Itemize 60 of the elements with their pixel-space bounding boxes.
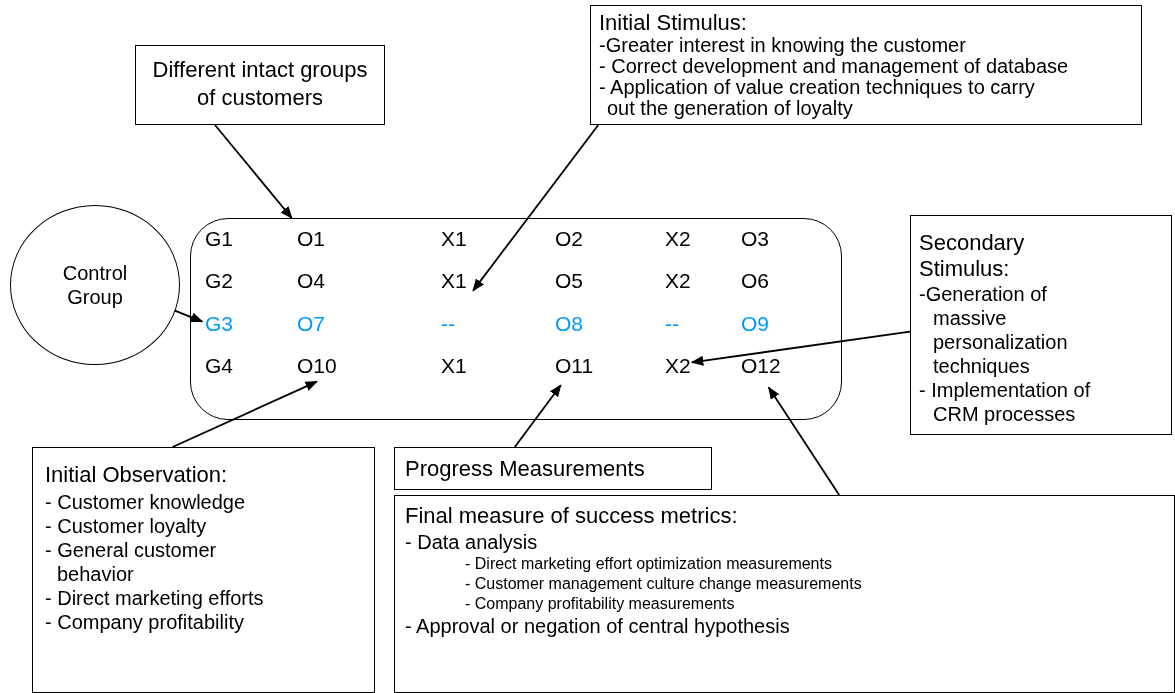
arrow (174, 309, 204, 323)
design-symbol: O8 (555, 312, 583, 336)
design-symbol: G3 (205, 312, 233, 336)
design-symbol: -- (441, 312, 455, 336)
box-heading: Final measure of success metrics: (405, 502, 739, 530)
list-item: - Direct marketing efforts (45, 586, 265, 610)
design-symbol: O10 (297, 354, 337, 378)
arrow (214, 124, 293, 219)
design-symbol: -- (665, 312, 679, 336)
design-symbol: O7 (297, 312, 325, 336)
design-symbol: G2 (205, 269, 233, 293)
list-item: - General customer behavior (45, 538, 218, 586)
list-item: - Customer knowledge (45, 490, 247, 514)
arrow (472, 124, 600, 292)
list-item: -Greater interest in knowing the customer (599, 35, 967, 56)
design-symbol: O11 (555, 354, 594, 378)
design-symbol: O2 (555, 227, 583, 251)
arrow (767, 386, 841, 496)
callout-box (910, 215, 1172, 435)
list-item: - Company profitability measurements (464, 594, 736, 614)
design-symbol: O4 (297, 269, 325, 293)
callout-box (394, 495, 1175, 693)
box-label: Control Group (61, 261, 129, 309)
design-symbol: O1 (297, 227, 325, 251)
design-symbol: X2 (665, 269, 691, 293)
list-item: - Data analysis (405, 530, 539, 554)
design-symbol: O3 (741, 227, 769, 251)
callout-box (590, 5, 1142, 125)
list-item: - Customer management culture change measurements (464, 574, 863, 594)
list-item: - Direct marketing effort optimization measurements (464, 554, 833, 574)
list-item: -Generation of massive personalization techniques (919, 282, 1069, 378)
design-symbol: X1 (441, 227, 467, 251)
design-symbol: G4 (205, 354, 233, 378)
list-item: - Application of value creation techniques to carry out the generation of loyalty (599, 77, 1036, 119)
callout-box (135, 45, 385, 125)
design-symbol: X1 (441, 354, 467, 378)
design-symbol: O12 (741, 354, 781, 378)
box-heading: Secondary Stimulus: (919, 230, 1026, 282)
list-item: - Customer loyalty (45, 514, 208, 538)
list-item: - Implementation of CRM processes (919, 378, 1092, 426)
arrow (513, 384, 562, 448)
design-symbol: O5 (555, 269, 583, 293)
box-heading: Initial Observation: (45, 461, 229, 489)
design-symbol: X2 (665, 227, 691, 251)
design-symbol: X2 (665, 354, 691, 378)
design-panel (190, 218, 842, 420)
box-label: Progress Measurements (405, 456, 646, 482)
box-heading: Initial Stimulus: (599, 10, 748, 35)
list-item: - Approval or negation of central hypothesis (405, 614, 791, 638)
callout-box (32, 447, 375, 693)
design-symbol: O9 (741, 312, 769, 336)
design-symbol: G1 (205, 227, 233, 251)
list-item: - Correct development and management of database (599, 56, 1070, 77)
arrow (690, 330, 911, 366)
list-item: - Company profitability (45, 610, 245, 634)
box-label: Different intact groups of customers (151, 56, 369, 112)
callout-box (394, 447, 712, 490)
design-symbol: O6 (741, 269, 769, 293)
arrow (171, 380, 318, 448)
design-symbol: X1 (441, 269, 467, 293)
